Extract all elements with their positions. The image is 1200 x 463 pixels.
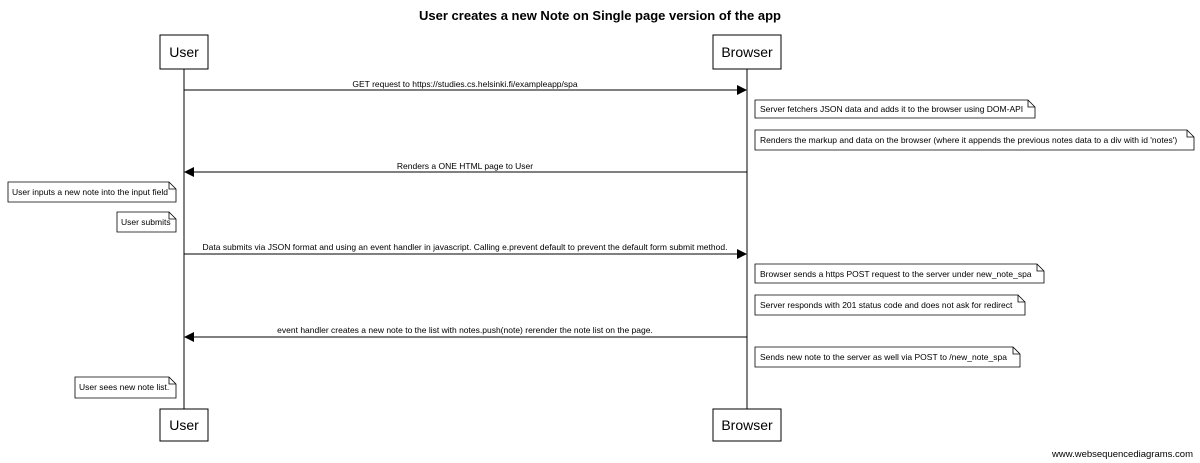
svg-text:Server responds with 201 statu: Server responds with 201 status code and…: [760, 300, 1013, 310]
actor-browser-bottom: Browser: [712, 408, 782, 442]
svg-text:Renders the markup and data on: Renders the markup and data on the brows…: [760, 135, 1177, 145]
note-browser-sends-post: Browser sends a https POST request to th…: [754, 263, 1045, 284]
note-server-responds: Server responds with 201 status code and…: [754, 294, 1026, 316]
note-sends-new-note: Sends new note to the server as well via…: [754, 346, 1021, 368]
note-server-fetches: Server fetchers JSON data and adds it to…: [754, 99, 1036, 119]
message-event-handler: event handler creates a new note to the …: [184, 325, 747, 342]
actor-browser-label: Browser: [721, 44, 773, 60]
footer-watermark: www.websequencediagrams.com: [1051, 449, 1193, 460]
message-data-submits: Data submits via JSON format and using a…: [184, 242, 747, 259]
svg-text:event handler creates a new no: event handler creates a new note to the …: [277, 325, 653, 335]
actor-browser-label: Browser: [721, 417, 773, 433]
svg-text:Sends new note to the server a: Sends new note to the server as well via…: [760, 352, 1007, 362]
actor-user-label: User: [169, 417, 199, 433]
svg-text:Server fetchers JSON data and: Server fetchers JSON data and adds it to…: [760, 104, 1023, 114]
svg-text:Data submits via JSON format a: Data submits via JSON format and using a…: [203, 242, 728, 252]
svg-text:GET request to https://studie: GET request to https://studies.cs.helsin…: [352, 79, 577, 89]
note-user-submits: User submits: [116, 211, 177, 233]
actor-user-label: User: [169, 44, 199, 60]
svg-text:User inputs a new note into th: User inputs a new note into the input fi…: [12, 187, 168, 197]
diagram-title: User creates a new Note on Single page v…: [419, 8, 781, 23]
actor-user-top: User: [159, 34, 209, 70]
note-user-sees-list: User sees new note list.: [74, 376, 177, 399]
svg-text:User sees new note list.: User sees new note list.: [79, 382, 169, 392]
actor-user-bottom: User: [159, 408, 209, 442]
message-get-request: GET request to https://studies.cs.helsin…: [184, 79, 747, 95]
note-user-inputs: User inputs a new note into the input fi…: [7, 181, 177, 203]
actor-browser-top: Browser: [712, 34, 782, 70]
svg-text:Browser sends a https POST req: Browser sends a https POST request to th…: [760, 269, 1032, 279]
svg-text:Renders a ONE HTML page to Use: Renders a ONE HTML page to User: [397, 161, 533, 171]
message-renders-html: Renders a ONE HTML page to User: [184, 161, 747, 177]
note-renders-markup: Renders the markup and data on the brows…: [754, 129, 1195, 151]
svg-text:User submits: User submits: [121, 217, 171, 227]
